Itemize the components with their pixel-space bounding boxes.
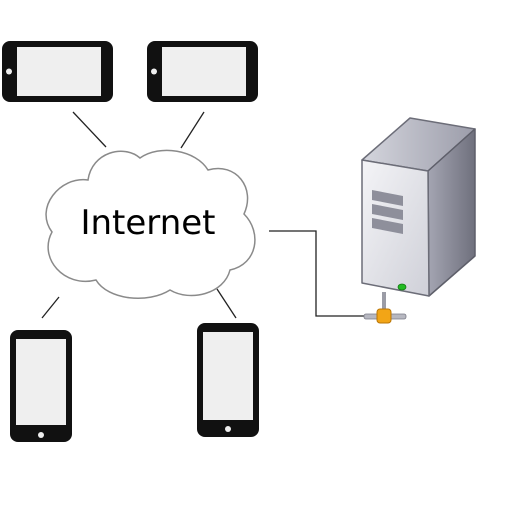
- smartphone-screen: [16, 339, 66, 425]
- smartphone-bottom-left: [10, 330, 72, 442]
- connector-node: [376, 308, 392, 324]
- link-phone-top-right: [180, 111, 205, 149]
- server-tower-icon: [361, 117, 476, 297]
- network-connector-icon: [363, 292, 407, 324]
- smartphone-top-right: [147, 41, 258, 102]
- server-drive-bay: [372, 190, 403, 206]
- smartphone-top-left: [2, 41, 113, 102]
- cloud-label: Internet: [80, 203, 215, 243]
- server-power-led: [397, 283, 407, 291]
- link-server: [269, 230, 366, 317]
- smartphone-home-button: [225, 426, 231, 432]
- link-phone-bottom-right: [216, 288, 237, 319]
- smartphone-screen: [17, 47, 101, 96]
- smartphone-screen: [162, 47, 246, 96]
- smartphone-home-button: [38, 432, 44, 438]
- internet-cloud: Internet: [45, 149, 256, 300]
- smartphone-bottom-right: [197, 323, 259, 437]
- smartphone-home-button: [151, 68, 157, 75]
- cloud-icon: [45, 149, 256, 300]
- smartphone-screen: [203, 332, 253, 420]
- smartphone-home-button: [6, 68, 12, 75]
- connector-stem: [382, 292, 386, 310]
- link-phone-top-left: [72, 111, 107, 148]
- link-phone-bottom-left: [41, 296, 60, 319]
- server-drive-bay: [372, 218, 403, 234]
- connection-lines: [41, 111, 366, 319]
- server-drive-bay: [372, 204, 403, 220]
